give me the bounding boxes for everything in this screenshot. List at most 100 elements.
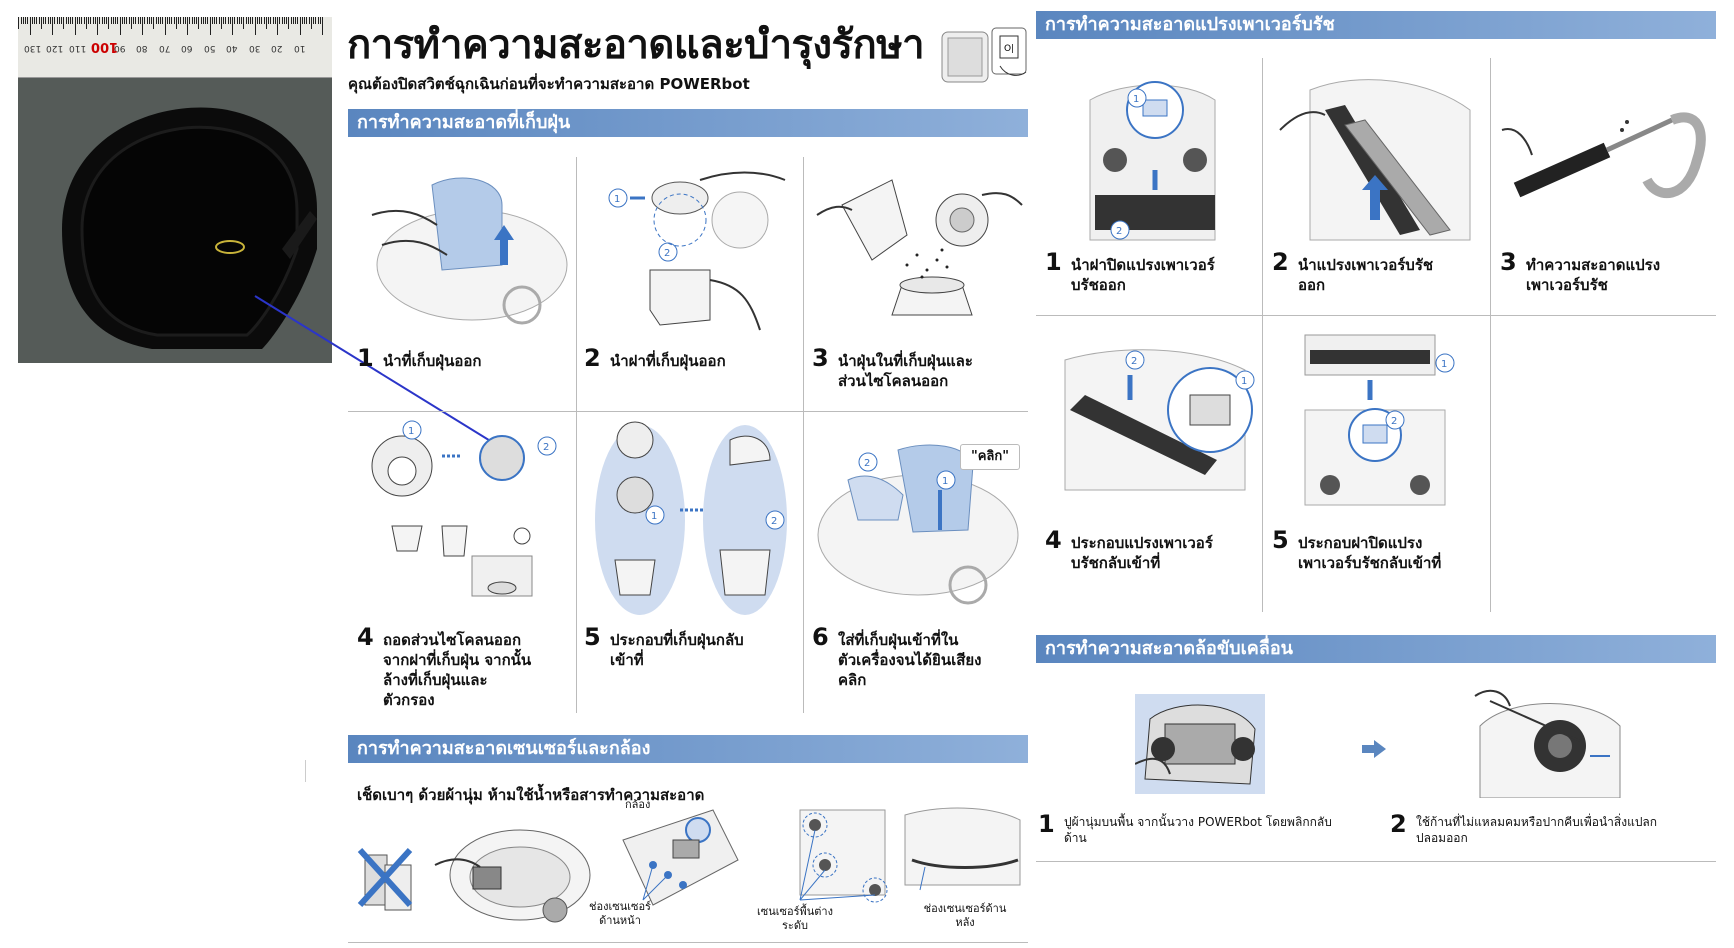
svg-text:2: 2: [864, 458, 870, 469]
step-text: ใช้ก้านที่ไม่แหลมคมหรือปากคีบเพื่อนำสิ่ง…: [1416, 815, 1658, 845]
ruler-tick: [169, 17, 170, 24]
ruler-tick: [90, 17, 92, 24]
ruler-tick: [301, 17, 303, 24]
ruler-tick: [162, 17, 164, 24]
ruler-tick: [229, 17, 231, 24]
ruler-tick: [160, 17, 161, 24]
ruler-tick: [196, 17, 197, 24]
arrow-right-icon: [1362, 740, 1386, 758]
ruler-number: 110: [68, 43, 86, 53]
page-subtitle: คุณต้องปิดสวิตช์ฉุกเฉินก่อนที่จะทำความสะ…: [348, 75, 750, 93]
step-text: ใส่ที่เก็บฝุ่นเข้าที่ใน ตัวเครื่องจนได้ย…: [838, 631, 982, 689]
ruler-tick: [277, 17, 278, 35]
brush-step3-illustration: [1501, 112, 1706, 199]
ruler-tick: [137, 17, 139, 24]
ruler-tick: [34, 17, 35, 24]
ruler-tick: [193, 17, 195, 24]
ruler-tick: [97, 17, 98, 35]
ruler-tick: [322, 17, 323, 35]
ruler-tick: [279, 17, 281, 24]
ruler-tick: [88, 17, 89, 24]
ruler-tick: [315, 17, 317, 24]
ruler-tick: [65, 17, 67, 24]
ruler-tick: [209, 17, 211, 35]
ruler-tick: [142, 17, 143, 35]
ruler-tick: [180, 17, 182, 24]
robot-switch-icon: O|: [941, 27, 1027, 83]
ruler-tick: [20, 17, 22, 24]
ruler-tick: [29, 17, 31, 35]
ruler-tick: [85, 17, 87, 29]
step-text: ประกอบที่เก็บฝุ่นกลับ เข้าที่: [610, 631, 744, 669]
camera-sensor-illustration: [622, 809, 739, 906]
ruler-tick: [63, 17, 65, 29]
ruler-tick: [36, 17, 38, 24]
dust-step6-illustration: 2 1: [817, 444, 1019, 605]
ruler-tick: [223, 17, 224, 24]
ruler-tick: [243, 17, 245, 29]
ruler-tick: [252, 17, 254, 24]
ruler-tick: [297, 17, 299, 24]
svg-text:1: 1: [1133, 94, 1139, 105]
ruler-tick: [184, 17, 186, 24]
dust-step1-illustration: [371, 177, 568, 325]
ruler-tick: [281, 17, 283, 24]
ruler-tick: [103, 17, 105, 24]
brush-step5-illustration: 1 2: [1304, 334, 1455, 506]
ruler-tick: [92, 17, 94, 24]
ruler-tick: [155, 17, 157, 24]
rear-sensor-illustration: [904, 807, 1021, 891]
ruler-tick: [189, 17, 191, 24]
step-text: นำที่เก็บฝุ่นออก: [383, 352, 482, 370]
ruler-tick: [299, 17, 301, 35]
ruler-tick: [61, 17, 62, 24]
ruler-number: 50: [203, 43, 215, 53]
ruler-number: 30: [248, 43, 260, 53]
ruler-tick: [259, 17, 260, 24]
rear-sensor-label: ช่องเซนเซอร์ด้าน หลัง: [923, 902, 1007, 929]
front-sensor-label: ช่องเซนเซอร์ ด้านหน้า: [589, 900, 651, 927]
svg-text:2: 2: [1116, 226, 1122, 237]
step-text: ประกอบฝาปิดแปรง เพาเวอร์บรัชกลับเข้าที่: [1298, 534, 1442, 572]
ruler-tick: [306, 17, 308, 24]
ruler-number: 40: [226, 43, 238, 53]
dust-step3-illustration: [816, 179, 1023, 316]
wheel-step2-illustration: [1474, 689, 1621, 798]
step-number: 2: [1390, 810, 1407, 838]
step-number: 5: [1272, 526, 1289, 554]
ruler-tick: [52, 17, 53, 35]
ruler-tick: [119, 17, 121, 35]
wheel-step-2: 2 ใช้ก้านที่ไม่แหลมคมหรือปากคีบเพื่อนำสิ่…: [1390, 810, 1710, 846]
step-text: ถอดส่วนไซโคลนออก จากฝาที่เก็บฝุ่น จากนั้…: [383, 631, 532, 709]
ruler-tick: [70, 17, 71, 24]
ruler-tick: [265, 17, 267, 29]
step-number: 2: [1272, 248, 1289, 276]
ruler-tick: [202, 17, 204, 24]
dust-step4-illustration: 1 2: [371, 420, 557, 597]
svg-text:2: 2: [771, 516, 777, 527]
ruler-tick: [227, 17, 229, 24]
svg-text:O|: O|: [1004, 44, 1014, 54]
ruler-tick: [106, 17, 107, 24]
brush-step4-illustration: 1 2: [1064, 349, 1255, 491]
ruler-tick: [200, 17, 202, 24]
ruler-tick: [58, 17, 60, 24]
ruler-tick: [115, 17, 116, 24]
ruler-tick: [245, 17, 247, 24]
ruler-tick: [272, 17, 274, 24]
ruler-tick: [43, 17, 44, 24]
ruler-tick: [133, 17, 134, 24]
ruler-tick: [74, 17, 76, 35]
ruler-tick: [268, 17, 269, 24]
ruler-tick: [178, 17, 179, 24]
ruler-tick: [211, 17, 213, 24]
ruler-tick: [173, 17, 175, 24]
ruler-tick: [144, 17, 146, 24]
